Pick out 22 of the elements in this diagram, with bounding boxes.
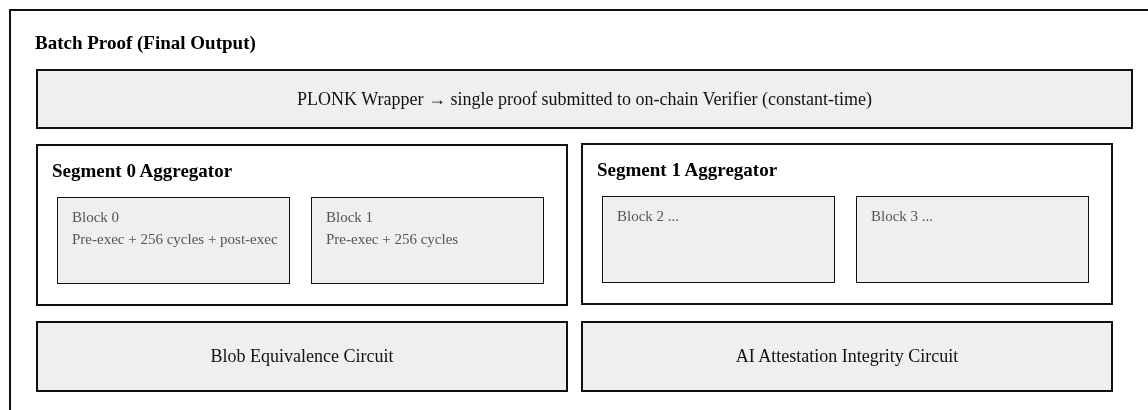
block-title: Block 3 ... [871, 207, 935, 225]
batch-proof-frame [9, 9, 1148, 410]
heading: Segment 0 Aggregator [52, 160, 233, 182]
aggregator-box [36, 144, 568, 306]
block-box [311, 197, 544, 284]
block-description: Pre-exec + 256 cycles [326, 230, 460, 248]
block-box [602, 196, 835, 283]
circuit-box [36, 321, 568, 392]
block-description: Pre-exec + 256 cycles + post-exec [72, 230, 279, 248]
block-box [57, 197, 290, 284]
box-label: AI Attestation Integrity Circuit [735, 346, 959, 367]
heading: Batch Proof (Final Output) [35, 32, 256, 54]
aggregator-box [581, 143, 1113, 305]
block-title: Block 1 [326, 208, 375, 226]
block-box [856, 196, 1089, 283]
circuit-box [581, 321, 1113, 392]
block-title: Block 0 [72, 208, 121, 226]
box-label: Blob Equivalence Circuit [210, 346, 394, 367]
block-title: Block 2 ... [617, 207, 681, 225]
wrapper-box [36, 69, 1133, 129]
heading: Segment 1 Aggregator [597, 159, 778, 181]
box-label: PLONK Wrapper → single proof submitted to on-chain Verifier (constant-time) [297, 88, 872, 110]
